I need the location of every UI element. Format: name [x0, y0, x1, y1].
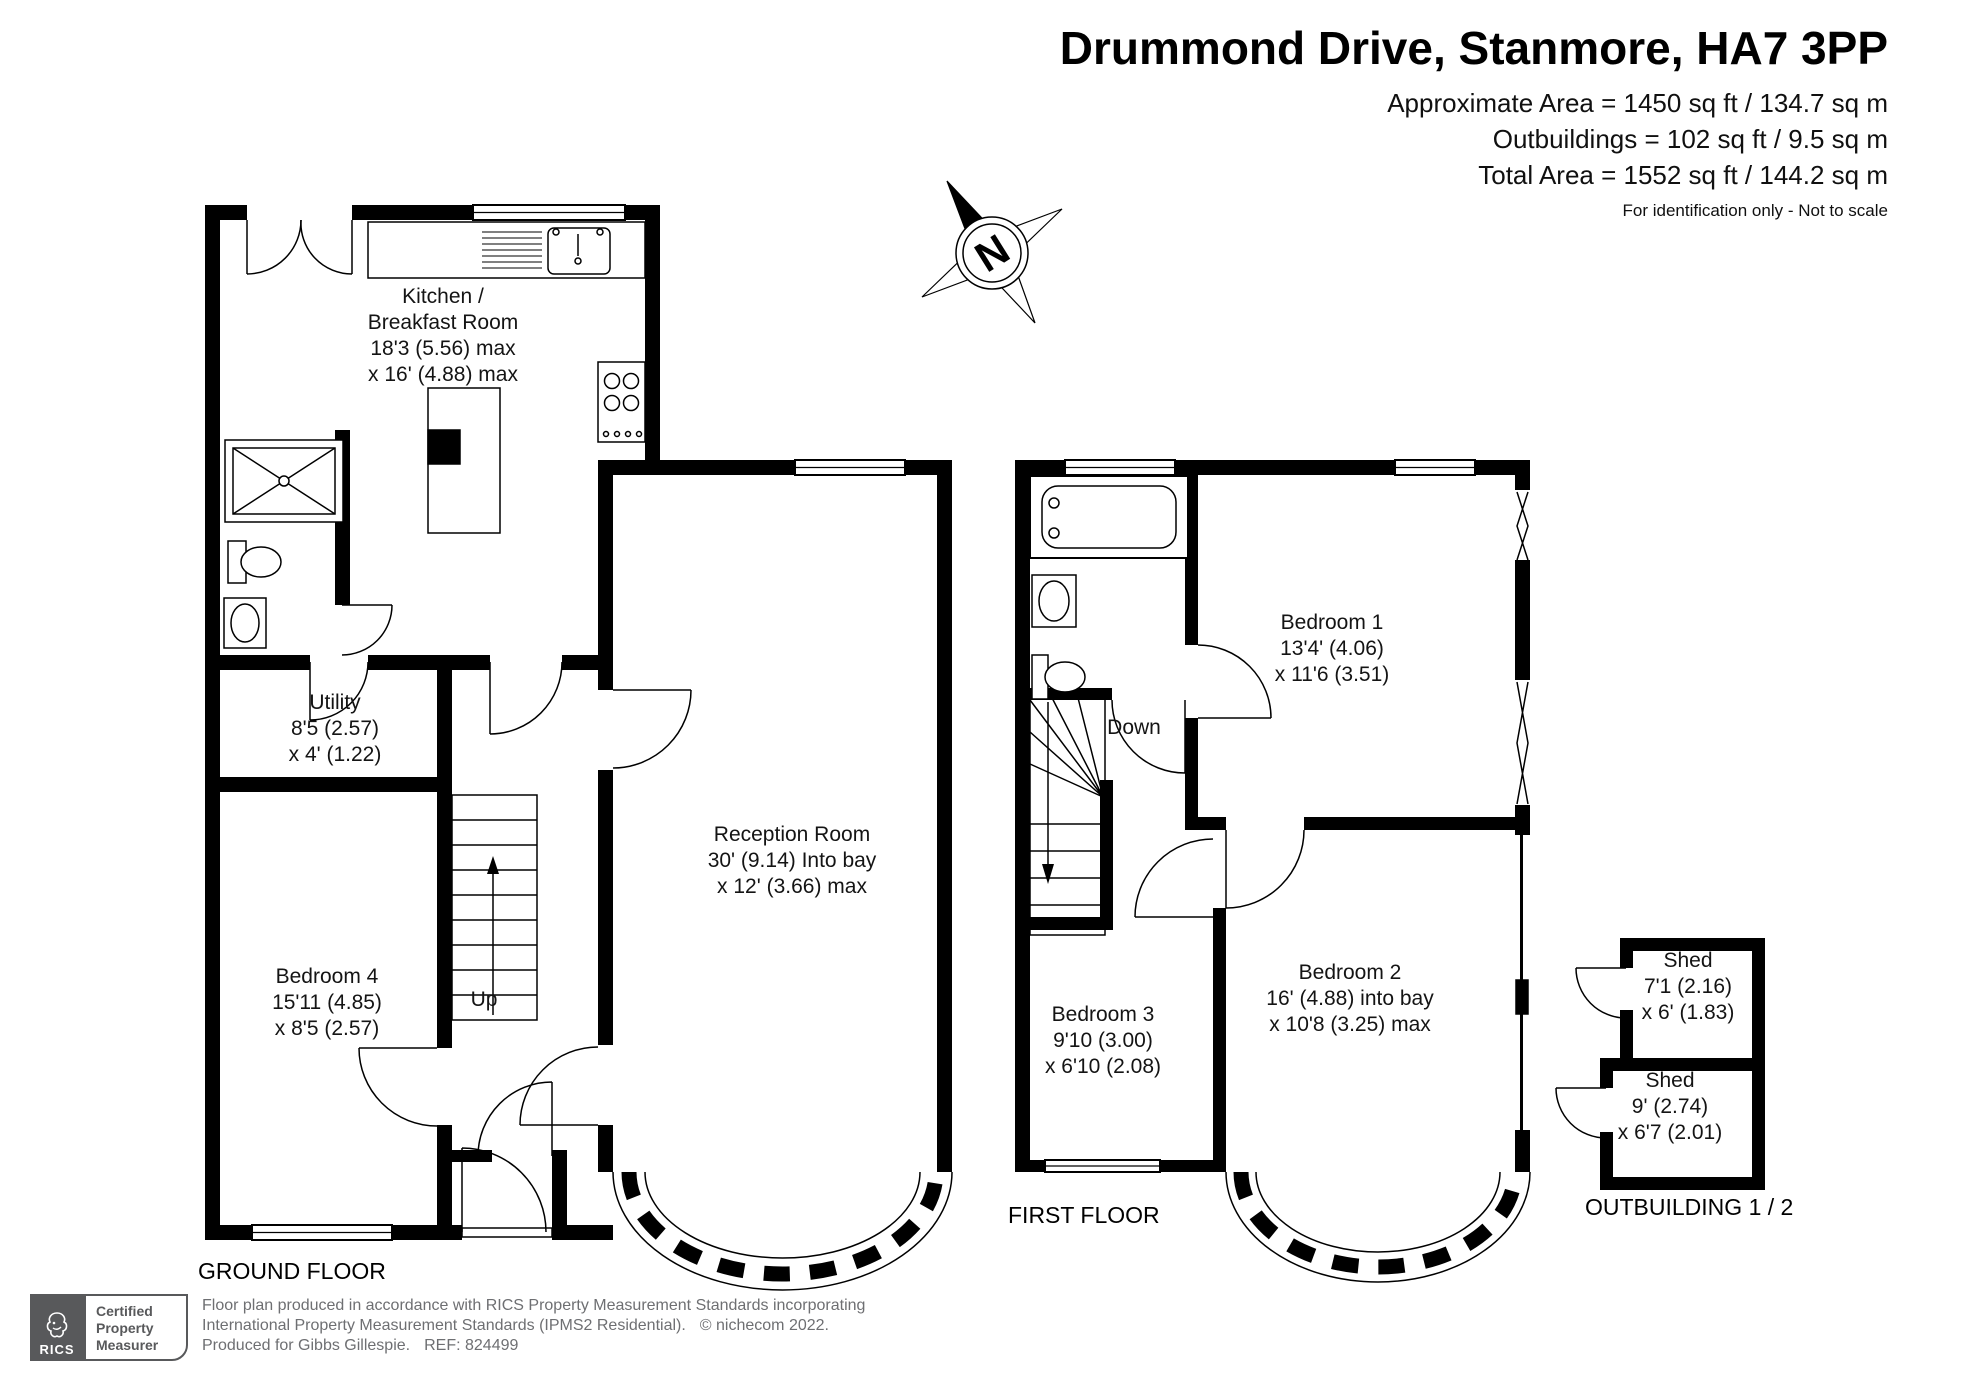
- footer-line3: Produced for Gibbs Gillespie.REF: 824499: [202, 1337, 519, 1354]
- certified-property-measurer-badge: Certified Property Measurer: [84, 1294, 188, 1361]
- page-title: Drummond Drive, Stanmore, HA7 3PP: [1059, 22, 1888, 74]
- door-swings: [246, 219, 1627, 1233]
- outbuilding-label: OUTBUILDING 1 / 2: [1585, 1194, 1794, 1220]
- reference-number: REF: 824499: [424, 1337, 519, 1354]
- header: Drummond Drive, Stanmore, HA7 3PP Approx…: [1060, 22, 1888, 221]
- outbuilding-walls: [1600, 938, 1765, 1190]
- ground-floor-label: GROUND FLOOR: [198, 1258, 386, 1284]
- total-area: Total Area = 1552 sq ft / 144.2 sq m: [1478, 159, 1888, 190]
- rics-wordmark: RICS: [39, 1342, 75, 1357]
- ground-floor-walls: [205, 205, 952, 1240]
- room-label-utility: Utility 8'5 (2.57) x 4' (1.22): [288, 691, 382, 766]
- room-label-shed1: Shed 7'1 (2.16) x 6' (1.83): [1641, 949, 1735, 1024]
- stairs-up-label: Up: [470, 988, 498, 1011]
- room-label-reception: Reception Room 30' (9.14) Into bay x 12'…: [707, 823, 877, 898]
- footer-line1: Floor plan produced in accordance with R…: [202, 1297, 866, 1314]
- outbuildings-area: Outbuildings = 102 sq ft / 9.5 sq m: [1492, 123, 1888, 154]
- footer-disclaimer-text: Floor plan produced in accordance with R…: [202, 1294, 865, 1356]
- room-label-bedroom1: Bedroom 1 13'4' (4.06) x 11'6 (3.51): [1274, 611, 1390, 686]
- room-label-shed2: Shed 9' (2.74) x 6'7 (2.01): [1617, 1069, 1723, 1144]
- first-floor-label: FIRST FLOOR: [1008, 1202, 1160, 1228]
- scale-disclaimer: For identification only - Not to scale: [1622, 200, 1888, 220]
- stairs-ground: [451, 794, 538, 1021]
- windows: [251, 204, 1476, 1241]
- footer: RICS Certified Property Measurer Floor p…: [30, 1294, 865, 1361]
- room-label-bedroom2: Bedroom 2 16' (4.88) into bay x 10'8 (3.…: [1266, 961, 1434, 1036]
- stairs-first: [1029, 689, 1106, 936]
- stairs-down-label: Down: [1107, 716, 1161, 739]
- window-symbols: [1515, 491, 1529, 1130]
- bay-window-ground: [612, 1171, 953, 1291]
- kitchen-fixtures: [367, 221, 646, 534]
- compass-icon: N: [921, 180, 1063, 324]
- copyright: © nichecom 2022.: [699, 1317, 829, 1334]
- first-bathroom-fixtures: [1029, 475, 1189, 700]
- room-label-kitchen: Kitchen / Breakfast Room 18'3 (5.56) max…: [367, 285, 519, 386]
- rics-lion-icon: [46, 1312, 68, 1338]
- footer-line2: International Property Measurement Stand…: [202, 1317, 829, 1334]
- first-floor-walls: [1015, 460, 1530, 1172]
- room-label-bedroom4: Bedroom 4 15'11 (4.85) x 8'5 (2.57): [272, 965, 382, 1040]
- bay-window-first: [1225, 1171, 1531, 1283]
- area-summary: Approximate Area = 1450 sq ft / 134.7 sq…: [1060, 85, 1888, 193]
- rics-logo: RICS: [30, 1294, 84, 1361]
- ground-bathroom-fixtures: [223, 439, 344, 649]
- approximate-area: Approximate Area = 1450 sq ft / 134.7 sq…: [1387, 87, 1888, 118]
- room-label-bedroom3: Bedroom 3 9'10 (3.00) x 6'10 (2.08): [1044, 1003, 1162, 1078]
